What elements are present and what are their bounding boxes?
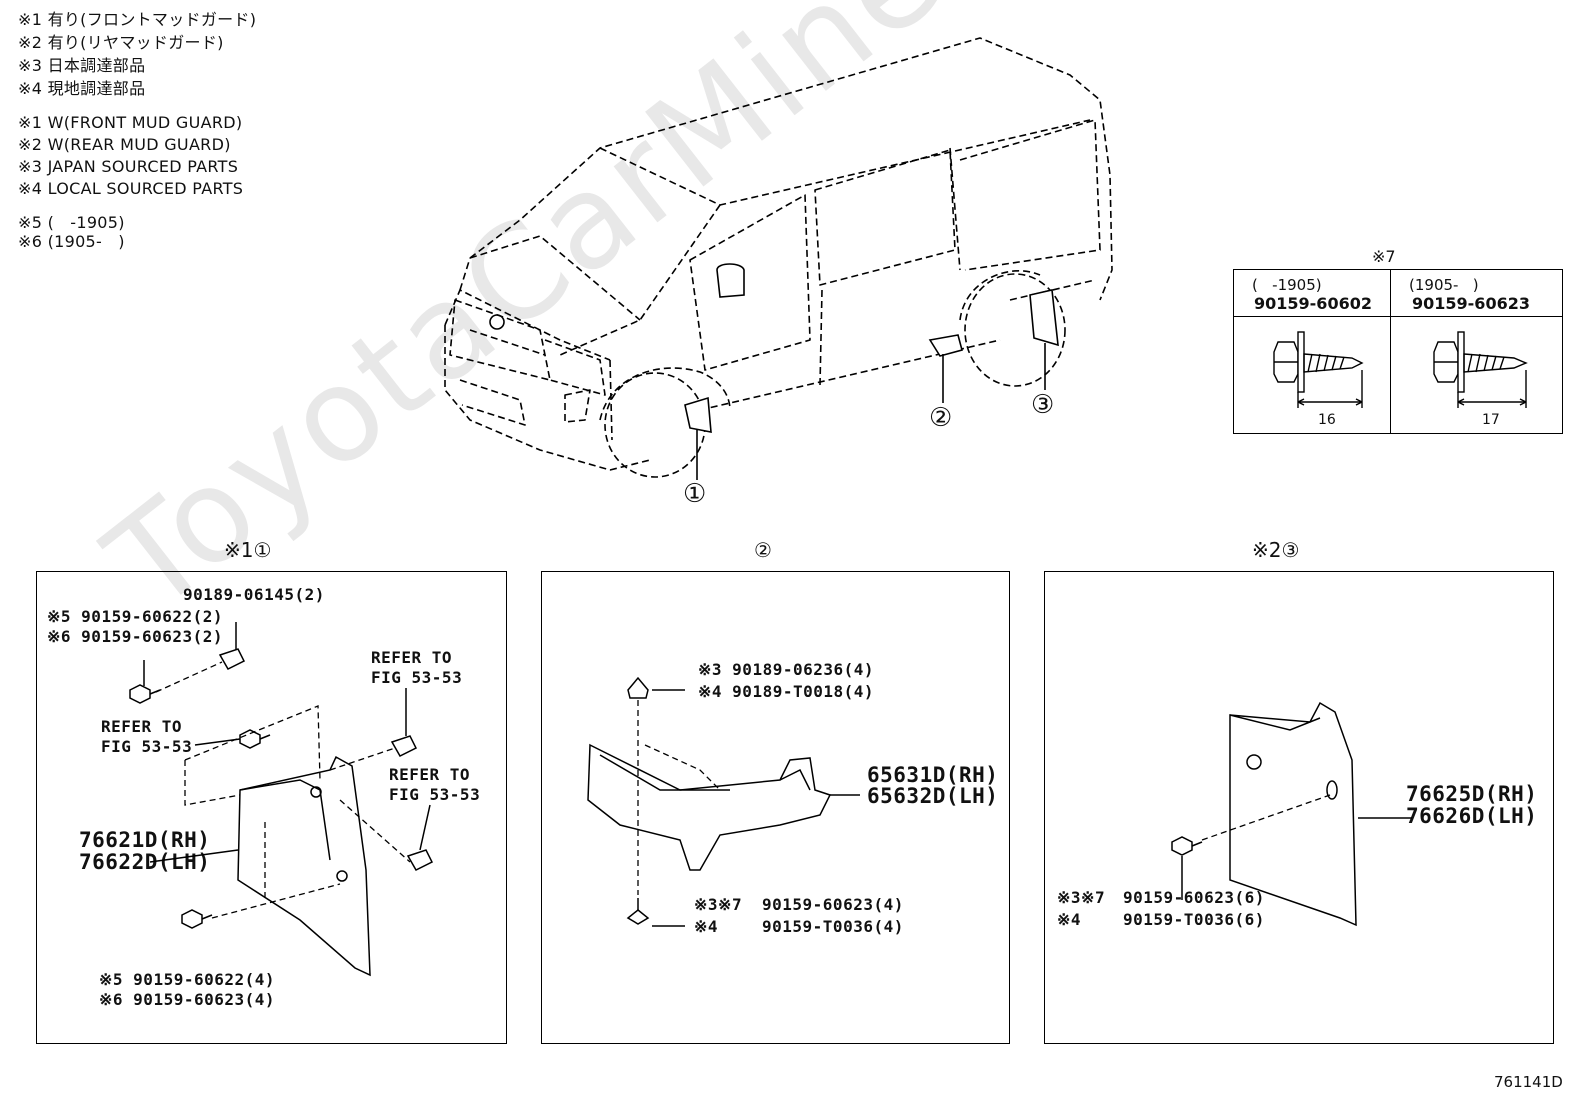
legend-jp-1: ※1 有り(フロントマッドガード) [18, 10, 257, 29]
panel1-part-lh: 76622D(LH) [79, 850, 211, 874]
panel-front-mud-guard: 90189-06145(2) ※5 90159-60622(2) ※6 9015… [36, 571, 507, 1044]
panel3-screw37-prefix: ※3※7 [1057, 888, 1106, 907]
callout-3: ③ [1031, 390, 1055, 420]
panel3-screw37: 90159-60623(6) [1123, 888, 1265, 907]
table7-col1-length: 16 [1318, 412, 1336, 428]
panel2-screw37-prefix: ※3※7 [694, 895, 743, 914]
panel3-screw4: 90159-T0036(6) [1123, 910, 1265, 929]
table7-col2-date: (1905- ) [1409, 276, 1479, 294]
panel1-refer-c-line1: REFER TO [389, 765, 471, 784]
panel1-note5-bottom: ※5 90159-60622(4) [99, 970, 276, 989]
panel3-part-lh: 76626D(LH) [1406, 804, 1538, 828]
table7-col1-part: 90159-60602 [1254, 294, 1372, 313]
panel-step-bracket: ※3 90189-06236(4) ※4 90189-T0018(4) 6563… [541, 571, 1010, 1044]
legend-en-3: ※3 JAPAN SOURCED PARTS [18, 157, 239, 176]
panel2-screw4: 90159-T0036(4) [762, 917, 904, 936]
panel2-part-rh: 65631D(RH) [867, 763, 999, 787]
panel3-part-rh: 76625D(RH) [1406, 782, 1538, 806]
panel1-note5-top: ※5 90159-60622(2) [47, 607, 224, 626]
panel-rear-mud-guard: 76625D(RH) 76626D(LH) ※3※7 90159-60623(6… [1044, 571, 1554, 1044]
panel1-refer-b-line1: REFER TO [371, 648, 453, 667]
panel2-header: ② [754, 538, 772, 562]
legend-en-4: ※4 LOCAL SOURCED PARTS [18, 179, 244, 198]
panel1-part-rh: 76621D(RH) [79, 828, 211, 852]
screw-drawings [1273, 331, 1528, 408]
table7-col1-date: ( -1905) [1252, 276, 1322, 294]
callout-2: ② [929, 403, 953, 433]
panel2-screw37: 90159-60623(4) [762, 895, 904, 914]
panel3-screw4-prefix: ※4 [1057, 910, 1082, 929]
table7-col2-part: 90159-60623 [1412, 294, 1530, 313]
panel1-note6-top: ※6 90159-60623(2) [47, 627, 224, 646]
panel3-header: ※2③ [1252, 538, 1300, 562]
legend-jp-3: ※3 日本調達部品 [18, 56, 146, 75]
legend-jp-4: ※4 現地調達部品 [18, 79, 146, 98]
figure-id: 761141D [1494, 1073, 1563, 1091]
panel2-part-lh: 65632D(LH) [867, 784, 999, 808]
panel1-refer-c-line2: FIG 53-53 [389, 785, 481, 804]
panel1-refer-a-line1: REFER TO [101, 717, 183, 736]
panel2-clip-3: ※3 90189-06236(4) [698, 660, 875, 679]
legend-en-1: ※1 W(FRONT MUD GUARD) [18, 113, 243, 132]
panel1-refer-a-line2: FIG 53-53 [101, 737, 193, 756]
table7-col2-length: 17 [1482, 412, 1500, 428]
legend-jp-2: ※2 有り(リヤマッドガード) [18, 33, 224, 52]
screw-spec-table: ( -1905) 90159-60602 (1905- ) 90159-6062… [1233, 269, 1563, 434]
panel2-screw4-prefix: ※4 [694, 917, 719, 936]
panel1-note6-bottom: ※6 90159-60623(4) [99, 990, 276, 1009]
table7-title: ※7 [1372, 247, 1396, 266]
panel1-header: ※1① [224, 538, 272, 562]
panel1-bolt-top: 90189-06145(2) [183, 585, 325, 604]
legend-en-2: ※2 W(REAR MUD GUARD) [18, 135, 231, 154]
panel1-refer-b-line2: FIG 53-53 [371, 668, 463, 687]
panel2-clip-4: ※4 90189-T0018(4) [698, 682, 875, 701]
legend-date-5: ※5 ( -1905) [18, 213, 125, 232]
callout-1: ① [683, 479, 707, 509]
legend-date-6: ※6 (1905- ) [18, 232, 125, 251]
